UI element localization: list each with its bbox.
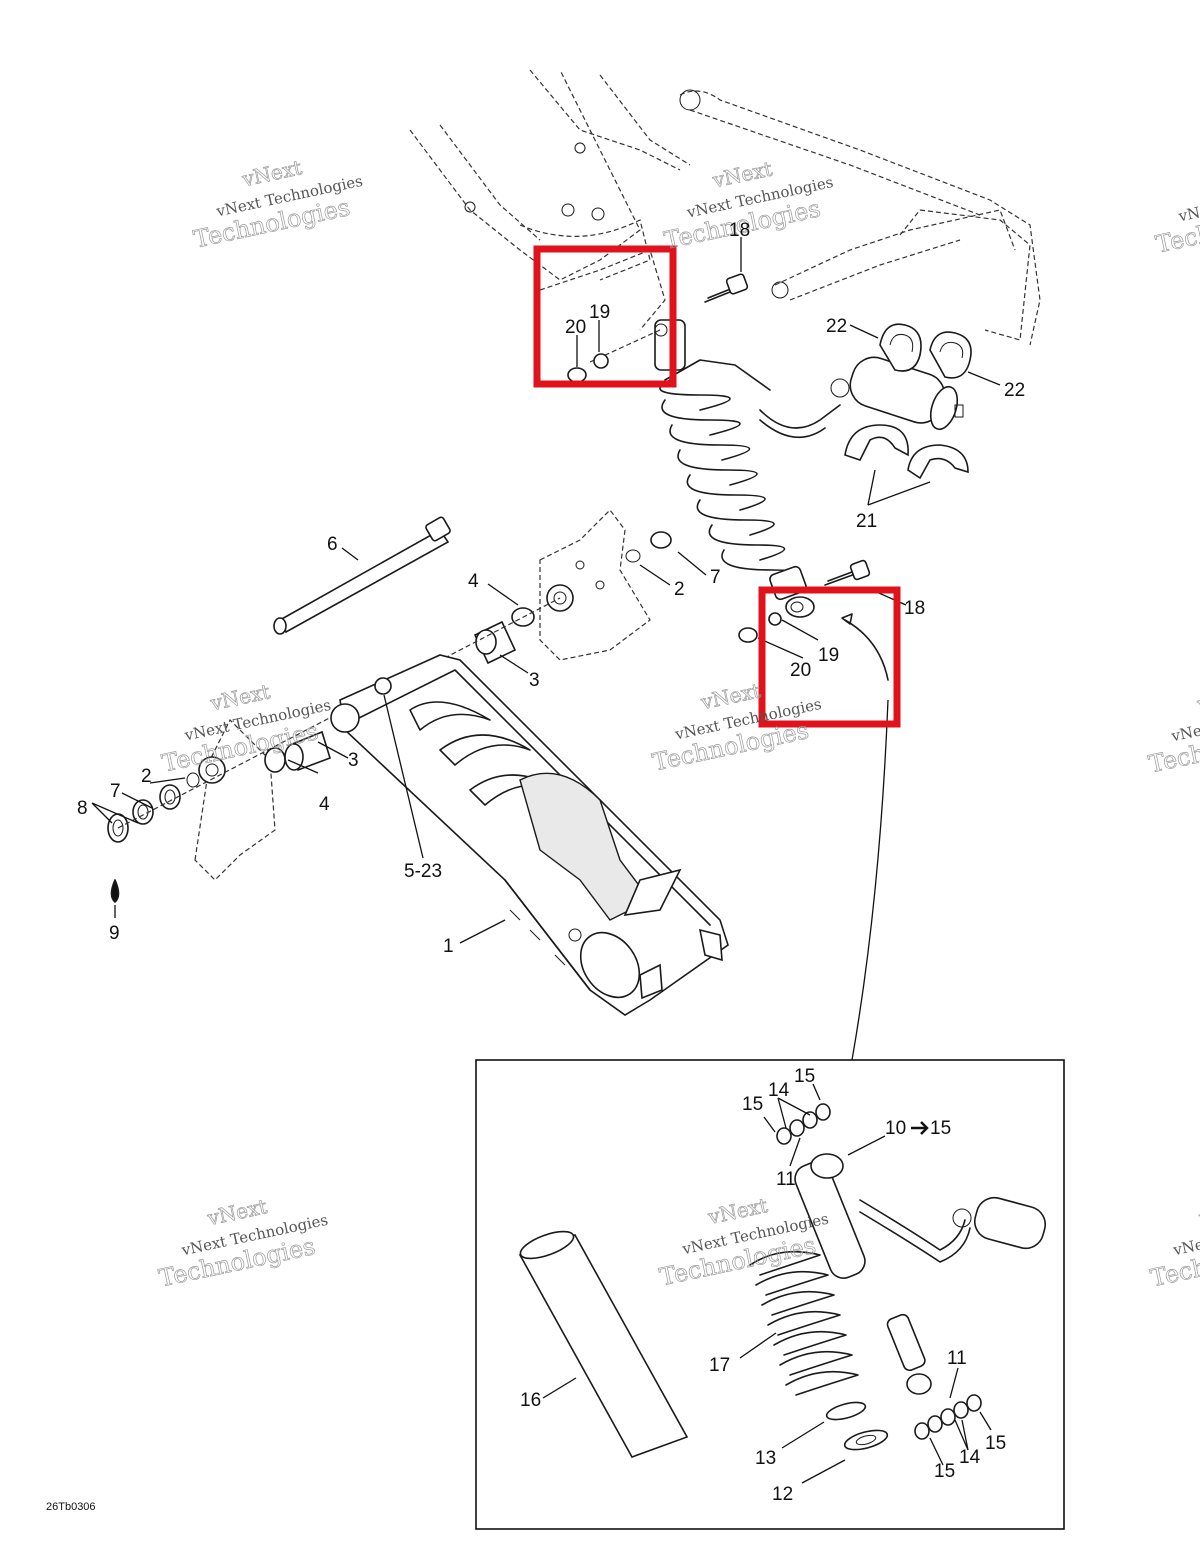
inset-bushings-top [776, 1103, 831, 1145]
callout-3-left: 3 [348, 750, 359, 771]
callout-15-bottom-left: 15 [934, 1461, 955, 1482]
callout-21: 21 [856, 511, 877, 532]
shock-reservoir [759, 356, 964, 439]
callout-4-right: 4 [468, 571, 479, 592]
callout-10-15: 10 15 [885, 1118, 951, 1139]
callout-9: 9 [109, 923, 120, 944]
callout-13: 13 [755, 1448, 776, 1469]
bolt-18-bottom [738, 559, 889, 681]
callout-5-23: 5-23 [404, 861, 442, 882]
pivot-axle [273, 516, 451, 635]
callout-14-bottom: 14 [959, 1447, 981, 1468]
callout-19-top: 19 [589, 302, 610, 323]
inset-leader-line [851, 699, 889, 1061]
callout-labels: 18 20 19 22 22 21 6 4 2 7 3 3 4 2 7 8 9 … [77, 220, 1025, 1505]
svg-text:vNext Technologies: vNext Technologies [1169, 697, 1200, 746]
svg-text:vNext Technologies: vNext Technologies [1171, 1211, 1200, 1260]
inset-detail [475, 1059, 1065, 1530]
svg-text:vNext: vNext [1194, 680, 1200, 716]
callout-6: 6 [327, 534, 338, 555]
callout-18-bottom: 18 [904, 598, 925, 619]
callout-2-left: 2 [141, 766, 152, 787]
svg-text:10: 10 [885, 1118, 906, 1139]
frame-outline [409, 69, 1041, 346]
callout-22-right: 22 [1004, 380, 1025, 401]
swing-arm [330, 654, 729, 1016]
callout-15-bottom-right: 15 [985, 1433, 1006, 1454]
shock-spring [659, 379, 798, 581]
diagram-code: 26Tb0306 [46, 1501, 96, 1513]
highlight-box-lower-mount [758, 586, 901, 728]
svg-text:15: 15 [930, 1118, 951, 1139]
callout-20-top: 20 [565, 317, 586, 338]
spring-seat-12 [843, 1429, 889, 1451]
callout-3-right: 3 [529, 670, 540, 691]
callout-19-bottom: 19 [818, 645, 839, 666]
callout-16: 16 [520, 1390, 541, 1411]
callout-14-top: 14 [768, 1080, 790, 1101]
callout-18-top: 18 [729, 220, 750, 241]
callout-7-left: 7 [110, 781, 121, 802]
inset-shock-body [794, 1153, 1046, 1395]
callout-22-left: 22 [826, 316, 847, 337]
protective-sleeve [518, 1230, 689, 1458]
inset-bushings-bottom [914, 1394, 982, 1440]
reservoir-clamps [844, 323, 972, 480]
callout-15-top-left: 15 [742, 1094, 763, 1115]
callout-2-right: 2 [674, 579, 685, 600]
callout-7-right: 7 [710, 567, 721, 588]
callout-8: 8 [77, 798, 88, 819]
callout-17: 17 [709, 1355, 730, 1376]
callout-4-left: 4 [319, 794, 330, 815]
callout-1: 1 [443, 936, 454, 957]
callout-15-top-right: 15 [794, 1066, 815, 1087]
callout-12: 12 [772, 1484, 793, 1505]
svg-text:vNext Technologies: vNext Technologies [1176, 177, 1200, 226]
callout-11-top: 11 [776, 1169, 796, 1190]
right-bracket [473, 509, 672, 665]
inset-spring [749, 1250, 859, 1396]
callout-11-bottom: 11 [947, 1348, 967, 1369]
watermark-group: vNext vNext Technologies Technologies vN… [156, 155, 1200, 1293]
rear-shock-absorber [654, 319, 815, 618]
svg-text:vNext: vNext [1196, 1194, 1200, 1230]
spring-seat-13 [825, 1401, 867, 1421]
arrow-right-icon [911, 1121, 929, 1135]
bolt-18-top [567, 273, 749, 383]
callout-20-bottom: 20 [790, 660, 811, 681]
highlight-box-upper-mount [533, 245, 677, 388]
